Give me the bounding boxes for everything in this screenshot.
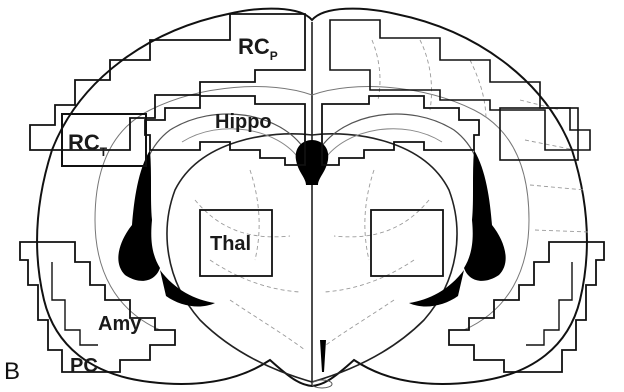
rct-label-main: RC: [68, 130, 100, 155]
cortex-inner-boundary: [95, 87, 312, 330]
rcp-label-sub: P: [270, 49, 278, 63]
rcp-label-main: RC: [238, 34, 270, 59]
hippo-label: Hippo: [215, 111, 272, 133]
amy-label: Amy: [98, 313, 142, 335]
rcp-label: RCP: [238, 34, 278, 63]
thal-label: Thal: [210, 233, 251, 255]
hippocampus-arc-right: [319, 114, 482, 195]
pc-label: PC: [70, 355, 98, 377]
rct-label-sub: T: [100, 145, 108, 159]
rct-region-box-right: [500, 108, 578, 160]
rct-label: RCT: [68, 130, 108, 159]
cortex-inner-boundary-right: [312, 87, 529, 330]
panel-letter: B: [4, 360, 20, 384]
rcp-region-outline-right: [330, 20, 590, 150]
